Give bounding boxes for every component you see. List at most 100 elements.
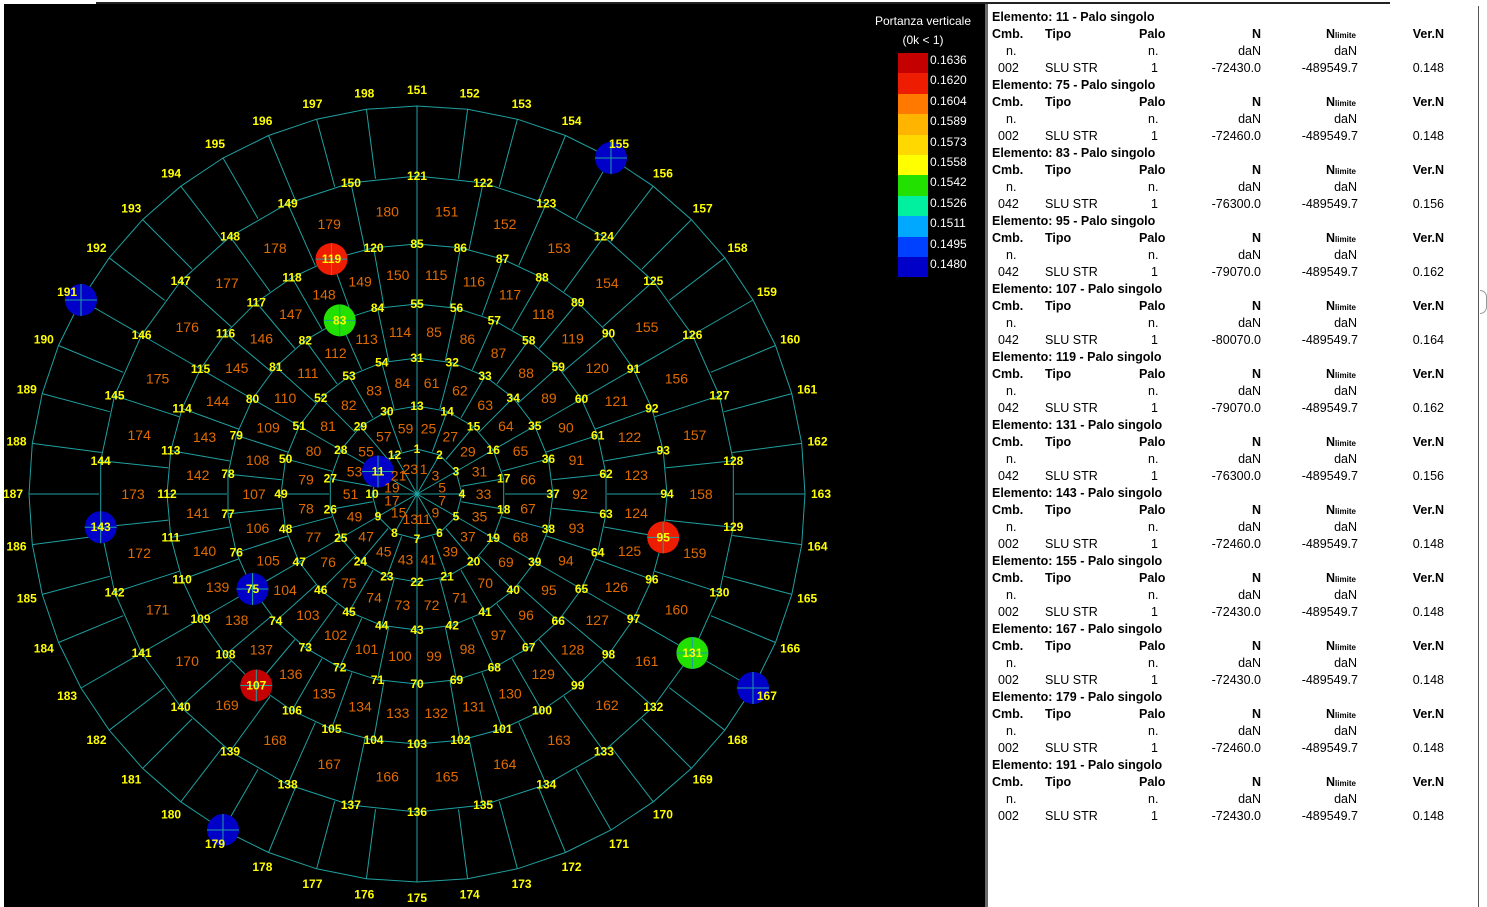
node-label: 52 (314, 391, 328, 405)
node-label: 85 (410, 237, 424, 251)
node-label: 107 (246, 679, 266, 693)
node-label: 159 (757, 285, 777, 299)
node-label: 109 (190, 612, 210, 626)
node-label: 130 (709, 585, 729, 599)
col-header-ver: Ver.N (1412, 299, 1444, 313)
element-title: Elemento: 191 - Palo singolo (992, 758, 1163, 772)
col-header-palo: Palo (1139, 639, 1166, 653)
node-label: 167 (757, 689, 777, 703)
mesh-edge (360, 528, 389, 562)
nlim-main: N (1326, 27, 1336, 41)
legend-swatch (898, 114, 928, 135)
nlim-subscript: limite (1335, 439, 1356, 448)
node-label: 152 (460, 87, 480, 101)
mesh-edge (444, 308, 457, 362)
col-header-palo: Palo (1139, 435, 1166, 449)
element-label: 131 (462, 699, 486, 715)
node-label: 3 (453, 465, 460, 479)
nlim-main: N (1326, 231, 1336, 245)
mesh-edge (449, 681, 461, 741)
node-label: 179 (205, 837, 225, 851)
node-label: 157 (693, 201, 713, 215)
mesh-edge (444, 626, 457, 680)
col-header-tipo: Tipo (1045, 95, 1072, 109)
element-label: 126 (605, 579, 629, 595)
mesh-edge (222, 157, 259, 219)
element-label: 43 (398, 552, 414, 568)
unit-n: daN (1238, 792, 1261, 806)
col-header-palo: Palo (1139, 503, 1166, 517)
splitter-handle[interactable] (985, 4, 988, 907)
col-header-n: N (1251, 367, 1261, 381)
mesh-edge (381, 362, 395, 410)
node-label: 94 (660, 487, 674, 501)
mesh-edge (180, 745, 224, 803)
element-title: Elemento: 95 - Palo singolo (992, 214, 1156, 228)
element-title: Elemento: 11 - Palo singolo (992, 10, 1155, 24)
value-ver: 0.156 (1412, 197, 1444, 211)
legend-entry: 0.1526 (898, 195, 984, 217)
mesh-edge (316, 119, 336, 187)
element-label: 107 (242, 486, 266, 502)
col-header-palo: Palo (1139, 707, 1166, 721)
element-label: 51 (343, 486, 359, 502)
legend-swatch (898, 216, 928, 237)
node-label: 60 (575, 392, 589, 406)
element-label: 172 (128, 545, 152, 561)
mesh-edge (114, 395, 180, 418)
col-header-cmb: Cmb. (992, 707, 1024, 721)
mesh-edge (595, 558, 653, 580)
mesh-edge (538, 787, 566, 853)
element-label: 3 (432, 468, 440, 484)
element-label: 176 (176, 319, 200, 335)
element-label: 65 (513, 443, 529, 459)
mesh-edge (458, 109, 469, 179)
node-label: 176 (354, 888, 374, 902)
element-label: 110 (274, 390, 297, 406)
mesh-edge (538, 135, 566, 201)
nlim-subscript: limite (1335, 31, 1356, 40)
node-label: 143 (91, 520, 111, 534)
unit-n: daN (1238, 724, 1261, 738)
element-label: 146 (250, 330, 274, 346)
unit-n: daN (1238, 248, 1261, 262)
mesh-edge (32, 442, 102, 453)
node-label: 149 (278, 197, 298, 211)
mesh-grid (28, 105, 806, 883)
unit-nlim: daN (1334, 452, 1357, 466)
element-label: 157 (683, 427, 707, 443)
node-label: 25 (334, 531, 348, 545)
unit-nlim: daN (1334, 724, 1357, 738)
node-label: 115 (191, 362, 211, 376)
node-label: 88 (535, 271, 549, 285)
element-label: 139 (206, 579, 230, 595)
node-label: 146 (132, 328, 152, 342)
element-label: 153 (547, 240, 571, 256)
panel-edge-handle[interactable] (1480, 290, 1487, 314)
mesh-edge (517, 584, 559, 622)
node-label: 103 (407, 737, 427, 751)
legend-value: 0.1495 (930, 236, 967, 251)
value-nlim: -489549.7 (1301, 129, 1358, 143)
mesh-edge (468, 738, 484, 806)
mesh-edge (381, 578, 395, 626)
col-header-nlim: Nlimite (1326, 95, 1356, 109)
legend-value: 0.1558 (930, 154, 967, 169)
node-label: 106 (282, 704, 302, 718)
mesh-edge (518, 722, 547, 785)
nlim-main: N (1326, 163, 1336, 177)
element-label: 129 (532, 666, 556, 682)
node-label: 73 (299, 641, 313, 655)
mesh-edge (481, 258, 503, 316)
node-label: 195 (205, 137, 225, 151)
node-label: 96 (645, 573, 659, 587)
mesh-edge (373, 247, 385, 307)
node-label: 46 (314, 583, 328, 597)
value-cmb: 002 (998, 605, 1019, 619)
node-label: 57 (488, 313, 502, 327)
